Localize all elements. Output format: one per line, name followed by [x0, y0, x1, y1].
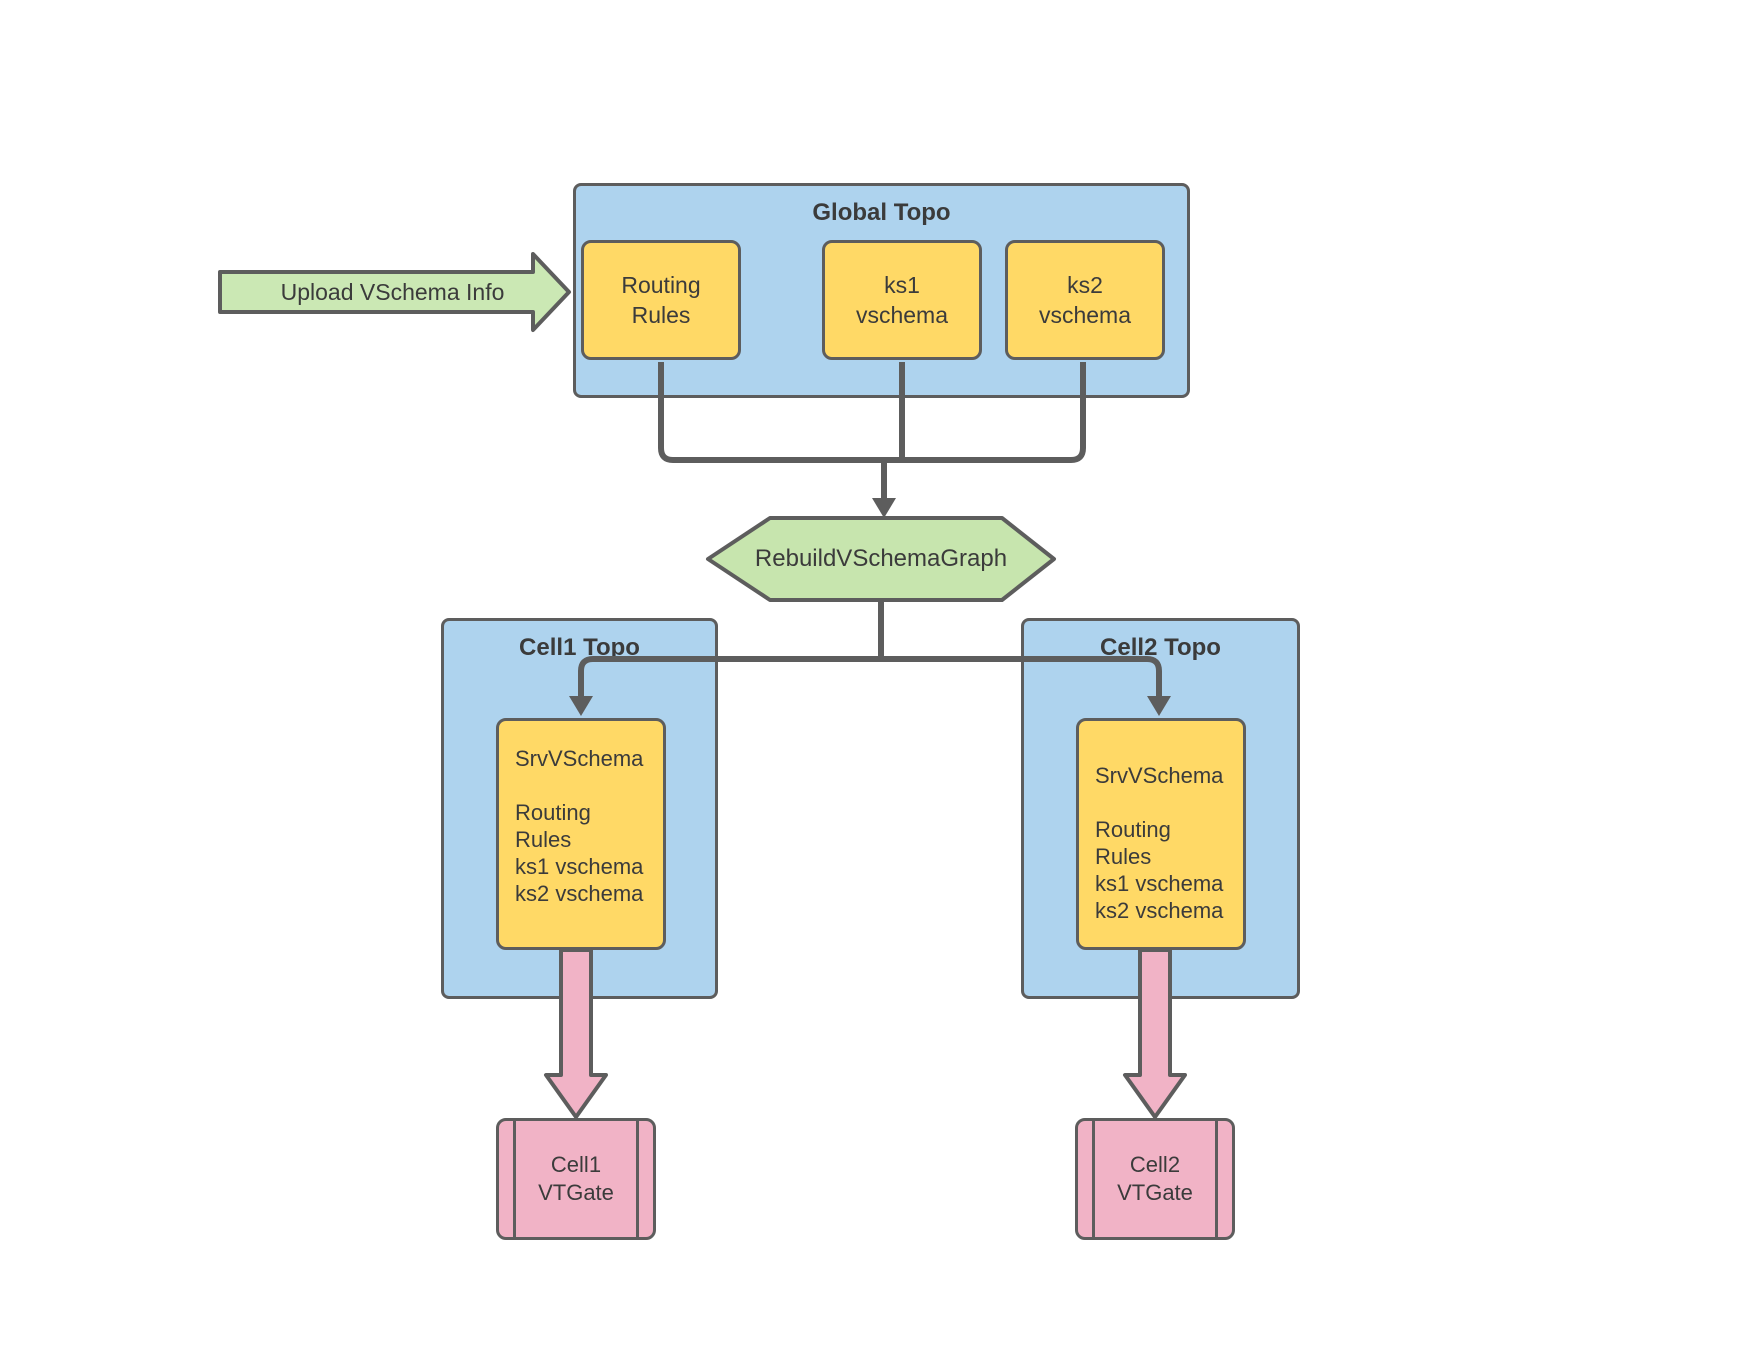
cell1-vtgate-box: Cell1 VTGate — [496, 1118, 656, 1240]
cell2-vtgate-box: Cell2 VTGate — [1075, 1118, 1235, 1240]
routing-rules-label: Routing Rules — [621, 272, 701, 328]
ks1-vschema-label: ks1 vschema — [855, 272, 949, 328]
ks2-vschema-node: ks2 vschema — [1005, 240, 1165, 360]
cell1-vtgate-left-rule — [513, 1121, 516, 1237]
routing-rules-node: Routing Rules — [581, 240, 741, 360]
cell1-vtgate-label: Cell1 VTGate — [538, 1152, 614, 1205]
cell2-vtgate-right-rule — [1215, 1121, 1218, 1237]
upload-vschema-arrow-label: Upload VSchema Info — [280, 278, 505, 305]
cell2-vtgate-left-rule — [1092, 1121, 1095, 1237]
cell1-srvvschema-text: SrvVSchema Routing Rules ks1 vschema ks2… — [515, 746, 644, 906]
cell2-srvvschema-node: SrvVSchema Routing Rules ks1 vschema ks2… — [1076, 718, 1246, 950]
ks1-vschema-node: ks1 vschema — [822, 240, 982, 360]
cell1-vtgate-right-rule — [636, 1121, 639, 1237]
arrowhead-to-hexagon-icon — [872, 498, 896, 518]
cell2-vtgate-label: Cell2 VTGate — [1117, 1152, 1193, 1205]
rebuild-vschema-label: RebuildVSchemaGraph — [754, 545, 1008, 572]
cell1-topo-title: Cell1 Topo — [519, 634, 640, 661]
cell1-srvvschema-node: SrvVSchema Routing Rules ks1 vschema ks2… — [496, 718, 666, 950]
ks2-vschema-label: ks2 vschema — [1038, 272, 1132, 328]
cell2-topo-title: Cell2 Topo — [1100, 634, 1221, 661]
global-topo-title: Global Topo — [812, 199, 951, 226]
cell2-srvvschema-text: SrvVSchema Routing Rules ks1 vschema ks2… — [1095, 763, 1224, 923]
